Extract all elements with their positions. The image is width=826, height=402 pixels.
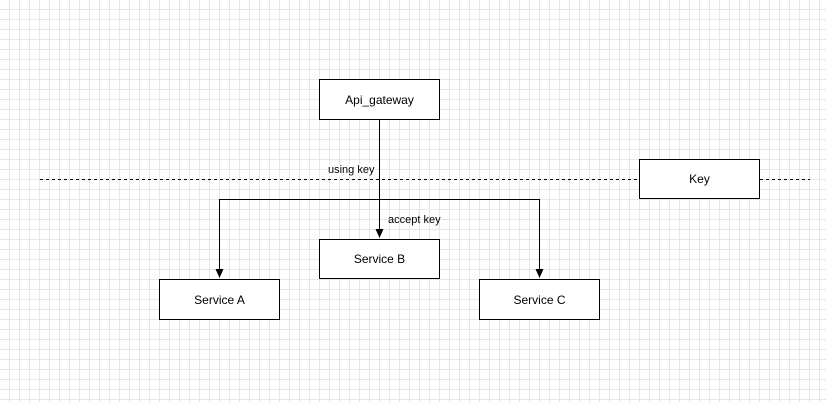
using-key-label: using key — [327, 164, 376, 176]
service-c-label: Service C — [513, 292, 566, 307]
branch-to-services-edge[interactable] — [219, 199, 540, 270]
accept-key-label: accept key — [388, 214, 441, 226]
service-a-arrowhead — [215, 269, 224, 278]
service-c-node[interactable]: Service C — [479, 279, 600, 320]
key-label: Key — [689, 172, 710, 186]
service-b-node[interactable]: Service B — [319, 239, 440, 279]
api-gateway-node[interactable]: Api_gateway — [319, 79, 440, 120]
service-a-node[interactable]: Service A — [159, 279, 280, 320]
service-a-label: Service A — [194, 292, 245, 307]
service-c-arrowhead — [535, 269, 544, 278]
service-b-label: Service B — [353, 252, 406, 266]
service-b-arrowhead — [375, 229, 384, 238]
api-gateway-label: Api_gateway — [345, 92, 414, 107]
key-node[interactable]: Key — [639, 159, 760, 199]
